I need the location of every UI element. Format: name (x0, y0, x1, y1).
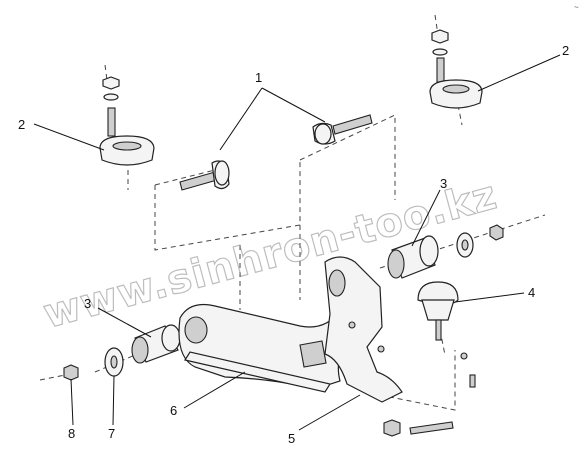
callout-3-right: 3 (440, 176, 447, 191)
washer-7 (104, 347, 124, 377)
bushing-left (131, 324, 181, 364)
upper-mount-right (429, 29, 483, 109)
lower-bolt (383, 419, 454, 437)
leader-lines (33, 54, 561, 431)
callout-3-left: 3 (84, 296, 91, 311)
callout-2-right: 2 (562, 43, 569, 58)
eccentric-bolt-left (179, 160, 230, 191)
bushing-right (387, 224, 504, 279)
callout-1: 1 (255, 70, 262, 85)
nut-8 (63, 364, 79, 381)
upper-mount-left (99, 76, 155, 166)
callout-5: 5 (288, 431, 295, 446)
ball-joint-4 (417, 281, 476, 388)
corner-mark: ~ (574, 3, 579, 12)
callout-6: 6 (170, 403, 177, 418)
callouts: 1 2 2 3 3 4 5 6 7 8 (18, 43, 569, 446)
callout-8: 8 (68, 426, 75, 441)
callout-4: 4 (528, 285, 535, 300)
callout-2-left: 2 (18, 117, 25, 132)
eccentric-bolt-right (312, 114, 373, 145)
bracket-5 (324, 256, 403, 403)
callout-7: 7 (108, 426, 115, 441)
